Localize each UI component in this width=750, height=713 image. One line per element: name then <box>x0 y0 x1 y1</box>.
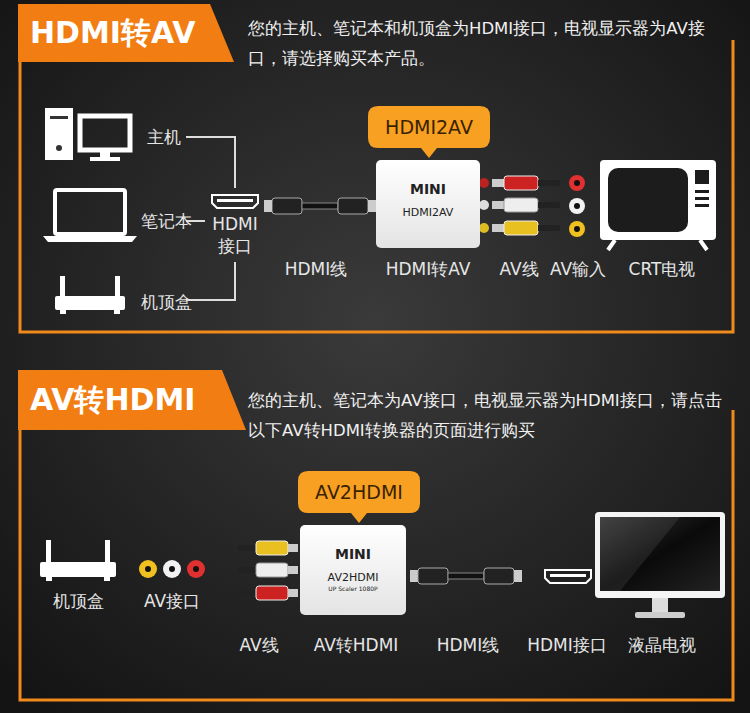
lcd-tv-icon <box>595 512 725 618</box>
shape-fill <box>18 4 234 62</box>
part-label: 机顶盒 <box>141 291 192 313</box>
title-tab: AV转HDMI <box>18 370 246 430</box>
device-label: HDMI2AV <box>403 207 454 219</box>
device-label: MINI <box>335 547 371 562</box>
section-title: HDMI转AV <box>18 18 213 48</box>
hdmi-port <box>545 570 591 583</box>
part-label: HDMI接口 <box>527 634 607 656</box>
description-text: 您的主机、笔记本和机顶盒为HDMI接口，电视显示器为AV接口，请选择购买本产品。 <box>248 14 726 74</box>
crt-tv-icon <box>600 160 716 250</box>
part-label: AV输入 <box>550 258 606 280</box>
title-tab: HDMI转AV <box>18 4 234 62</box>
part-label: 主机 <box>147 126 181 148</box>
part-label: 笔记本 <box>141 210 192 232</box>
callout-text: HDMI2AV <box>385 118 473 137</box>
part-label: HDMI转AV <box>386 258 471 280</box>
part-label: CRT电视 <box>629 258 696 280</box>
av-output-jacks <box>139 560 205 578</box>
av-cable <box>492 176 560 235</box>
av-cable <box>238 541 298 600</box>
shape-fill <box>18 370 246 430</box>
hdmi-cable <box>410 568 522 584</box>
part-label: 液晶电视 <box>628 634 696 656</box>
description-text: 您的主机、笔记本为AV接口，电视显示器为HDMI接口，请点击以下AV转HDMI转… <box>248 386 726 446</box>
laptop-icon <box>43 190 137 242</box>
hdmi-cable <box>264 198 376 214</box>
device-label: UP Scaler 1080P <box>328 586 377 593</box>
part-label: AV线 <box>239 634 278 656</box>
part-label: HDMI线 <box>437 634 500 656</box>
shape-fill <box>368 106 490 158</box>
part-label: AV线 <box>499 258 538 280</box>
part-label: HDMI 接口 <box>209 213 261 257</box>
callout-bubble: HDMI2AV <box>368 106 490 158</box>
converter-box: MINI HDMI2AV <box>376 160 480 248</box>
pc-icon <box>45 108 130 161</box>
set-top-box-icon <box>55 276 125 314</box>
rca-jacks <box>479 178 489 233</box>
callout-text: AV2HDMI <box>315 483 403 502</box>
part-label: AV转HDMI <box>314 634 399 656</box>
callout-bubble: AV2HDMI <box>298 471 420 523</box>
set-top-box-icon <box>40 540 116 581</box>
av-input-jacks <box>569 175 585 237</box>
section-title: AV转HDMI <box>18 385 213 415</box>
hdmi-port <box>212 195 258 208</box>
shape-fill <box>298 471 420 523</box>
part-label: HDMI线 <box>285 258 348 280</box>
device-label: AV2HDMI <box>328 572 379 584</box>
converter-box: MINI AV2HDMI UP Scaler 1080P <box>300 525 406 615</box>
part-label: AV接口 <box>144 590 200 612</box>
part-label: 机顶盒 <box>53 590 104 612</box>
device-label: MINI <box>410 182 446 197</box>
